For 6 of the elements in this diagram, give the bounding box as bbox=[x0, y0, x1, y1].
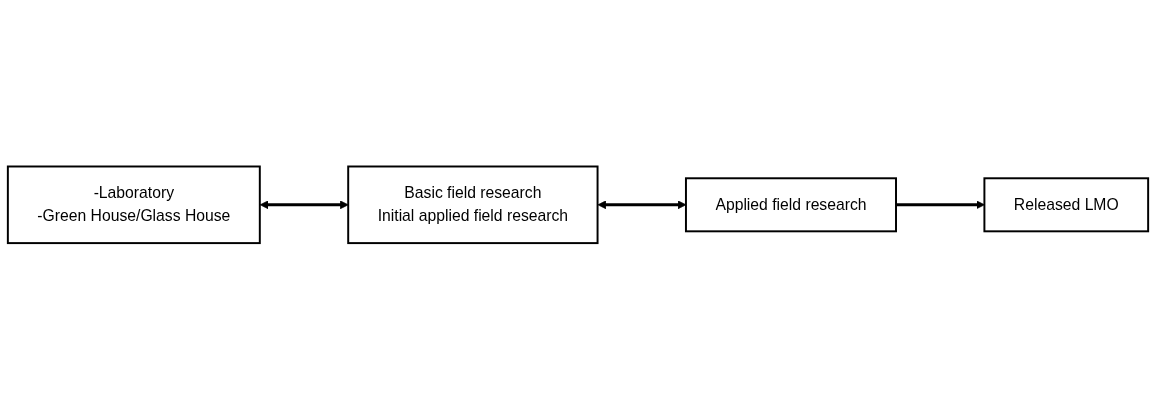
arrow bbox=[259, 200, 349, 210]
arrow bbox=[896, 200, 985, 210]
node-box: Basic field research Initial applied field research bbox=[347, 165, 599, 245]
node-box: -Laboratory -Green House/Glass House bbox=[6, 165, 261, 245]
node-box: Released LMO bbox=[983, 177, 1150, 233]
node-box: Applied field research bbox=[684, 177, 897, 233]
